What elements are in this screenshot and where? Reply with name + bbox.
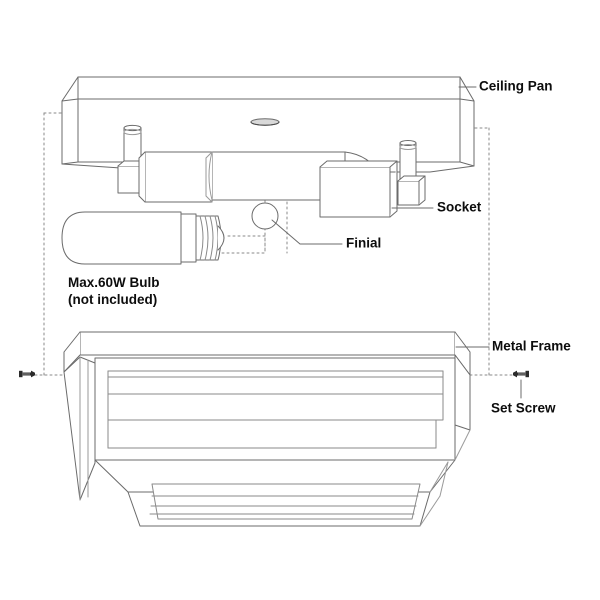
bulb-screw-base [195,215,222,261]
set-screw-left-icon [18,370,36,378]
light-bulb-part [61,211,225,265]
metal-frame-part [63,331,471,527]
set-screw-right-icon [512,370,530,378]
label-set-screw: Set Screw [491,401,556,416]
frame-louvers-upper [107,370,444,449]
label-ceiling-pan: Ceiling Pan [479,79,553,94]
socket-box-right [319,160,398,218]
socket-post-right [397,140,426,206]
ceiling-pan-part [61,76,475,173]
frame-louvers-lower [149,483,421,520]
label-leaders [271,86,522,399]
label-finial: Finial [346,236,381,251]
label-bulb-line1: Max.60W Bulb [68,275,160,290]
label-metal-frame: Metal Frame [492,339,571,354]
label-socket: Socket [437,200,482,215]
socket-assembly-part [117,124,426,218]
leader-finial [271,219,343,245]
finial-part [251,202,279,230]
socket-cylinder-left [138,151,213,203]
screw-head-ellipse-icon [250,118,280,126]
label-bulb-line2: (not included) [68,292,157,307]
